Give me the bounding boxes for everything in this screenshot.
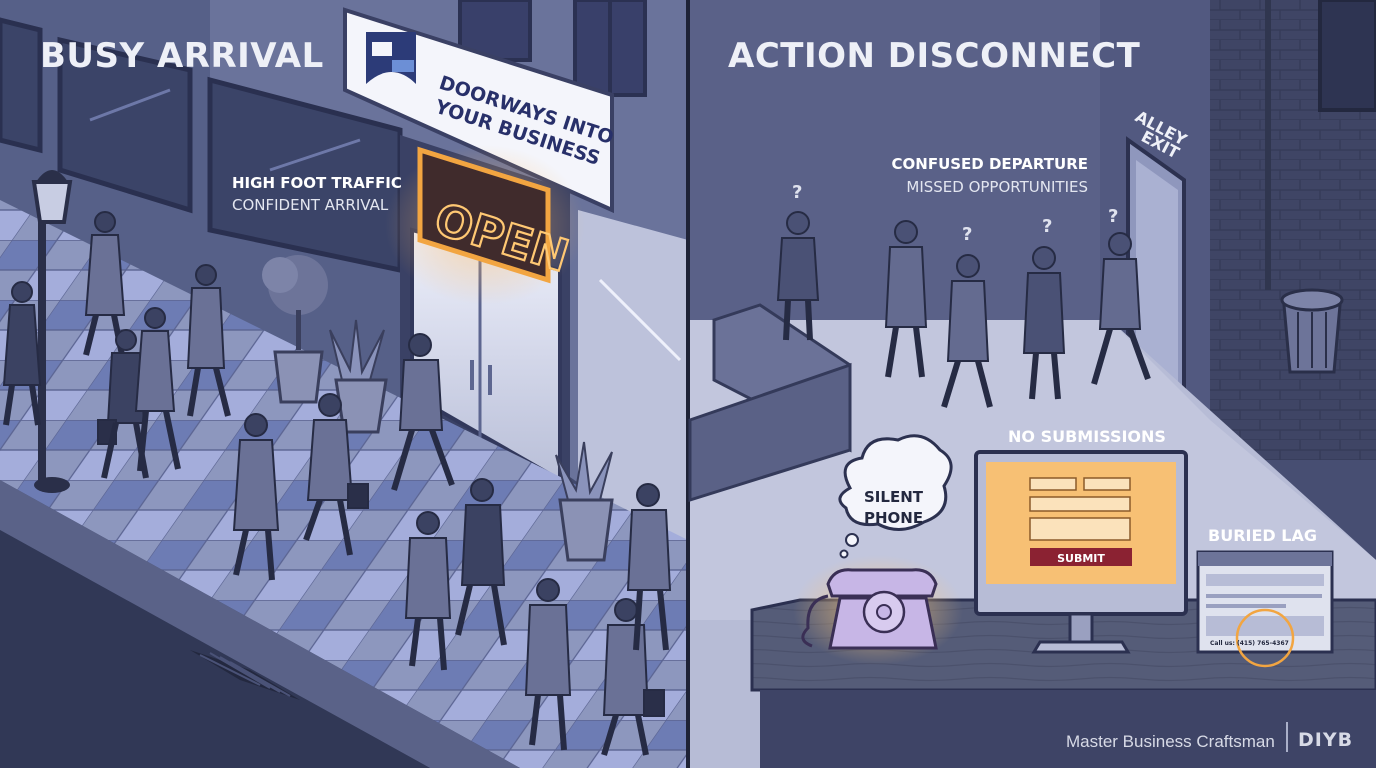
- business-logo-icon: [366, 32, 416, 84]
- panel-title-left: BUSY ARRIVAL: [40, 36, 324, 76]
- agave-plant-icon: [329, 319, 388, 434]
- silent-phone-line1: SILENT: [864, 488, 924, 506]
- caption-missed-opportunities: MISSED OPPORTUNITIES: [906, 178, 1088, 196]
- computer-monitor-icon: SUBMIT: [974, 450, 1188, 654]
- silent-phone-bubble: SILENT PHONE: [838, 434, 953, 559]
- label-no-submissions: NO SUBMISSIONS: [1008, 427, 1166, 446]
- label-buried-lag: BURIED LAG: [1208, 526, 1317, 545]
- svg-text:?: ?: [1108, 206, 1118, 227]
- caption-confident-arrival: CONFIDENT ARRIVAL: [232, 196, 389, 214]
- caption-high-foot-traffic: HIGH FOOT TRAFFIC: [232, 174, 402, 192]
- website-mockup: Call us: (415) 765-4367: [1196, 550, 1334, 668]
- submit-button: SUBMIT: [1057, 552, 1105, 565]
- call-text: Call us: (415) 765-4367: [1210, 640, 1289, 647]
- svg-text:?: ?: [792, 182, 802, 203]
- confused-figures: [776, 211, 1151, 408]
- footer-divider: [1286, 722, 1288, 752]
- storm-drain-icon: [190, 650, 300, 700]
- potted-tree-icon: [262, 255, 328, 404]
- silent-phone-line2: PHONE: [864, 509, 923, 527]
- agave-plant-icon: [555, 441, 614, 562]
- caption-confused-departure: CONFUSED DEPARTURE: [891, 155, 1088, 173]
- panel-title-right: ACTION DISCONNECT: [728, 36, 1141, 76]
- footer-credit: Master Business Craftsman: [1066, 732, 1275, 751]
- svg-text:?: ?: [1042, 216, 1052, 237]
- footer-brand: DIYB: [1298, 729, 1354, 751]
- street-lamp-icon: [31, 170, 73, 493]
- crowd: [2, 211, 672, 756]
- rotary-phone-icon: [793, 555, 963, 665]
- svg-text:?: ?: [962, 224, 972, 245]
- question-mark-icon: ? ? ? ?: [792, 182, 1118, 245]
- trash-can-icon: [1280, 288, 1344, 374]
